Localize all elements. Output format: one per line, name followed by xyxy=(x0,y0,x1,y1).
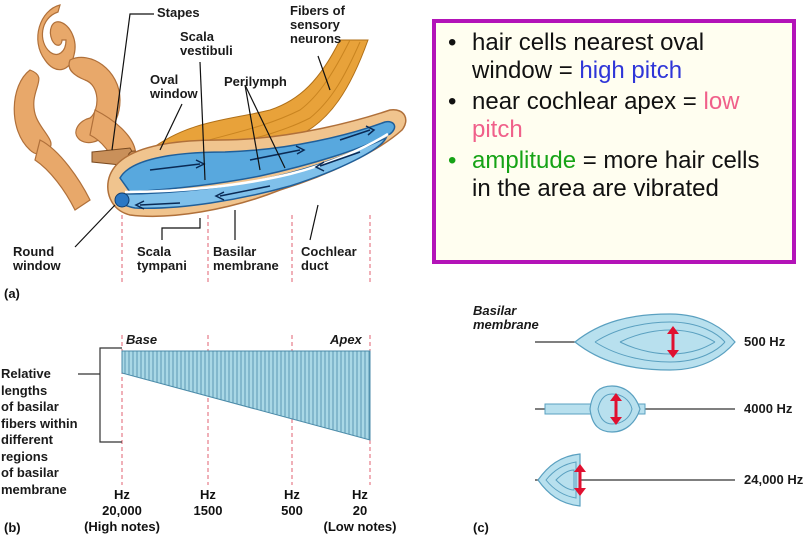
notes-list: • hair cells nearest oval window = high … xyxy=(436,23,792,203)
note-text: hair cells nearest oval window = xyxy=(472,29,705,84)
note-bullet: • xyxy=(448,147,457,174)
perilymph-label: Perilymph xyxy=(224,74,287,89)
cochlea-illustration xyxy=(13,4,407,285)
note-highlight-low-pitch: low pitch xyxy=(472,88,740,143)
membrane-vibration-diagram xyxy=(535,313,736,507)
note-text: near cochlear apex = xyxy=(472,88,704,115)
fibers-label: Fibers of sensory neurons xyxy=(290,3,345,46)
side-label-bracket xyxy=(78,347,122,443)
panel-a-tag: (a) xyxy=(4,286,20,301)
basilar-membrane-label: Basilar membrane xyxy=(213,244,279,273)
membrane-24000hz xyxy=(535,453,735,507)
notes-box: • hair cells nearest oval window = high … xyxy=(432,19,796,264)
panel-c-tag: (c) xyxy=(473,520,489,535)
freq-500hz-label: 500 Hz xyxy=(744,334,786,349)
basilar-membrane-line xyxy=(124,132,389,194)
scala-tympani-label: Scala tympani xyxy=(137,244,187,273)
basilar-membrane-title: Basilar membrane xyxy=(473,303,539,332)
freq-24000hz-label: 24,000 Hz xyxy=(744,472,804,487)
apex-label: Apex xyxy=(330,332,362,347)
note-highlight-high-pitch: high pitch xyxy=(579,57,683,84)
basilar-fiber-diagram xyxy=(78,335,371,485)
frequency-label-500: Hz 500 xyxy=(281,487,303,518)
note-item: • hair cells nearest oval window = high … xyxy=(448,29,782,85)
cochlear-duct-label: Cochlear duct xyxy=(301,244,357,273)
note-text: = more hair cells in the area are vibrat… xyxy=(472,147,760,202)
membrane-500hz xyxy=(535,313,736,371)
note-bullet: • xyxy=(448,88,457,115)
frequency-label-1500: Hz 1500 xyxy=(193,487,223,518)
round-window-label: Round window xyxy=(13,244,61,273)
freq-4000hz-label: 4000 Hz xyxy=(744,401,793,416)
frequency-label-20000: Hz 20,000 (High notes) xyxy=(84,487,160,534)
panel-b-tag: (b) xyxy=(4,520,21,535)
membrane-4000hz xyxy=(535,385,735,433)
note-item: • amplitude = more hair cells in the are… xyxy=(448,147,782,203)
oval-window-label: Oval window xyxy=(150,72,198,101)
fiber-wedge-background xyxy=(121,350,371,441)
note-highlight-amplitude: amplitude xyxy=(472,147,577,174)
note-item: • near cochlear apex = low pitch xyxy=(448,88,782,144)
fiber-wedge xyxy=(121,350,371,441)
flow-arrows xyxy=(134,125,376,210)
frequency-label-20: Hz 20 (Low notes) xyxy=(323,487,397,534)
side-label: Relative lengths of basilar fibers withi… xyxy=(1,366,78,497)
leader-lines xyxy=(74,13,331,248)
base-label: Base xyxy=(126,332,158,347)
stapes-label: Stapes xyxy=(157,5,200,20)
scala-vestibuli-label: Scala vestibuli xyxy=(180,29,233,58)
note-bullet: • xyxy=(448,29,457,56)
round-window xyxy=(114,192,130,208)
